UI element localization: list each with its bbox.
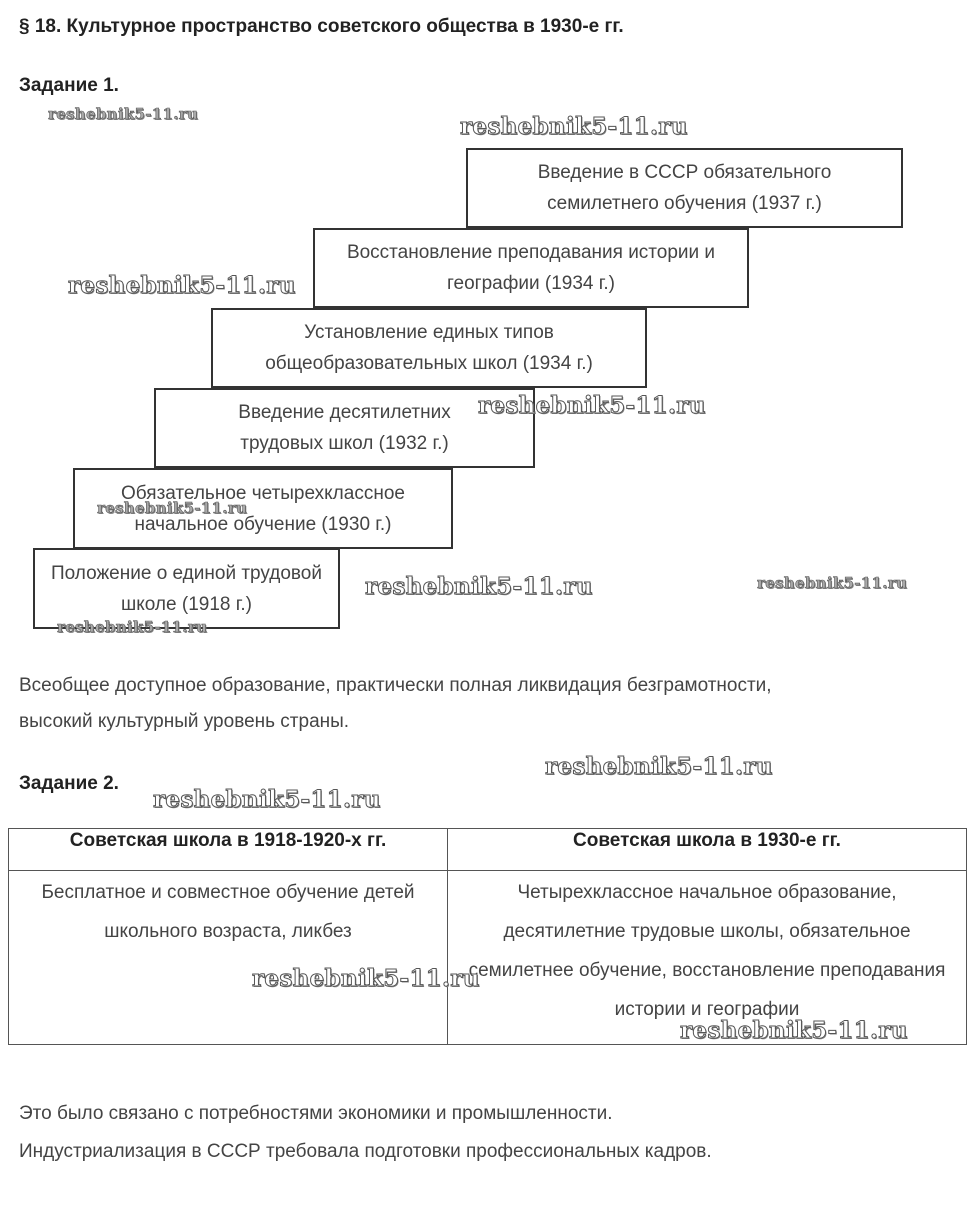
step-box: Положение о единой трудовой школе (1918 … <box>33 548 340 629</box>
comparison-table: Советская школа в 1918-1920-х гг. Советс… <box>8 828 967 1045</box>
table-cell: Бесплатное и совместное обучение детей ш… <box>8 870 448 1045</box>
table-cell: Четырехклассное начальное образование, д… <box>447 870 967 1045</box>
watermark: reshebnik5-11.ru <box>252 965 480 993</box>
table-header: Советская школа в 1930-е гг. <box>447 828 967 871</box>
table-header: Советская школа в 1918-1920-х гг. <box>8 828 448 871</box>
watermark: reshebnik5-11.ru <box>97 499 248 518</box>
step-box: Установление единых типов общеобразовате… <box>211 308 647 388</box>
step-box: Введение в СССР обязательного семилетнег… <box>466 148 903 228</box>
answer-line-2: Индустриализация в СССР требовала подгот… <box>19 1141 712 1162</box>
watermark: reshebnik5-11.ru <box>48 105 199 124</box>
task1-conclusion: Всеобщее доступное образование, практиче… <box>19 675 772 732</box>
step-box: Обязательное четырехклассное начальное о… <box>73 468 453 549</box>
task1-heading: Задание 1. <box>19 75 119 96</box>
watermark: reshebnik5-11.ru <box>757 574 908 593</box>
watermark: reshebnik5-11.ru <box>545 753 773 781</box>
page-title: § 18. Культурное пространство советского… <box>19 16 624 37</box>
task2-heading: Задание 2. <box>19 773 119 794</box>
watermark: reshebnik5-11.ru <box>365 573 593 601</box>
answer-line-1: Это было связано с потребностями экономи… <box>19 1103 613 1124</box>
watermark: reshebnik5-11.ru <box>68 272 296 300</box>
watermark: reshebnik5-11.ru <box>680 1017 908 1045</box>
step-box: Восстановление преподавания истории и ге… <box>313 228 749 308</box>
watermark: reshebnik5-11.ru <box>153 786 381 814</box>
step-box: Введение десятилетних трудовых школ (193… <box>154 388 535 468</box>
watermark: reshebnik5-11.ru <box>478 392 706 420</box>
watermark: reshebnik5-11.ru <box>460 113 688 141</box>
watermark: reshebnik5-11.ru <box>57 618 208 637</box>
